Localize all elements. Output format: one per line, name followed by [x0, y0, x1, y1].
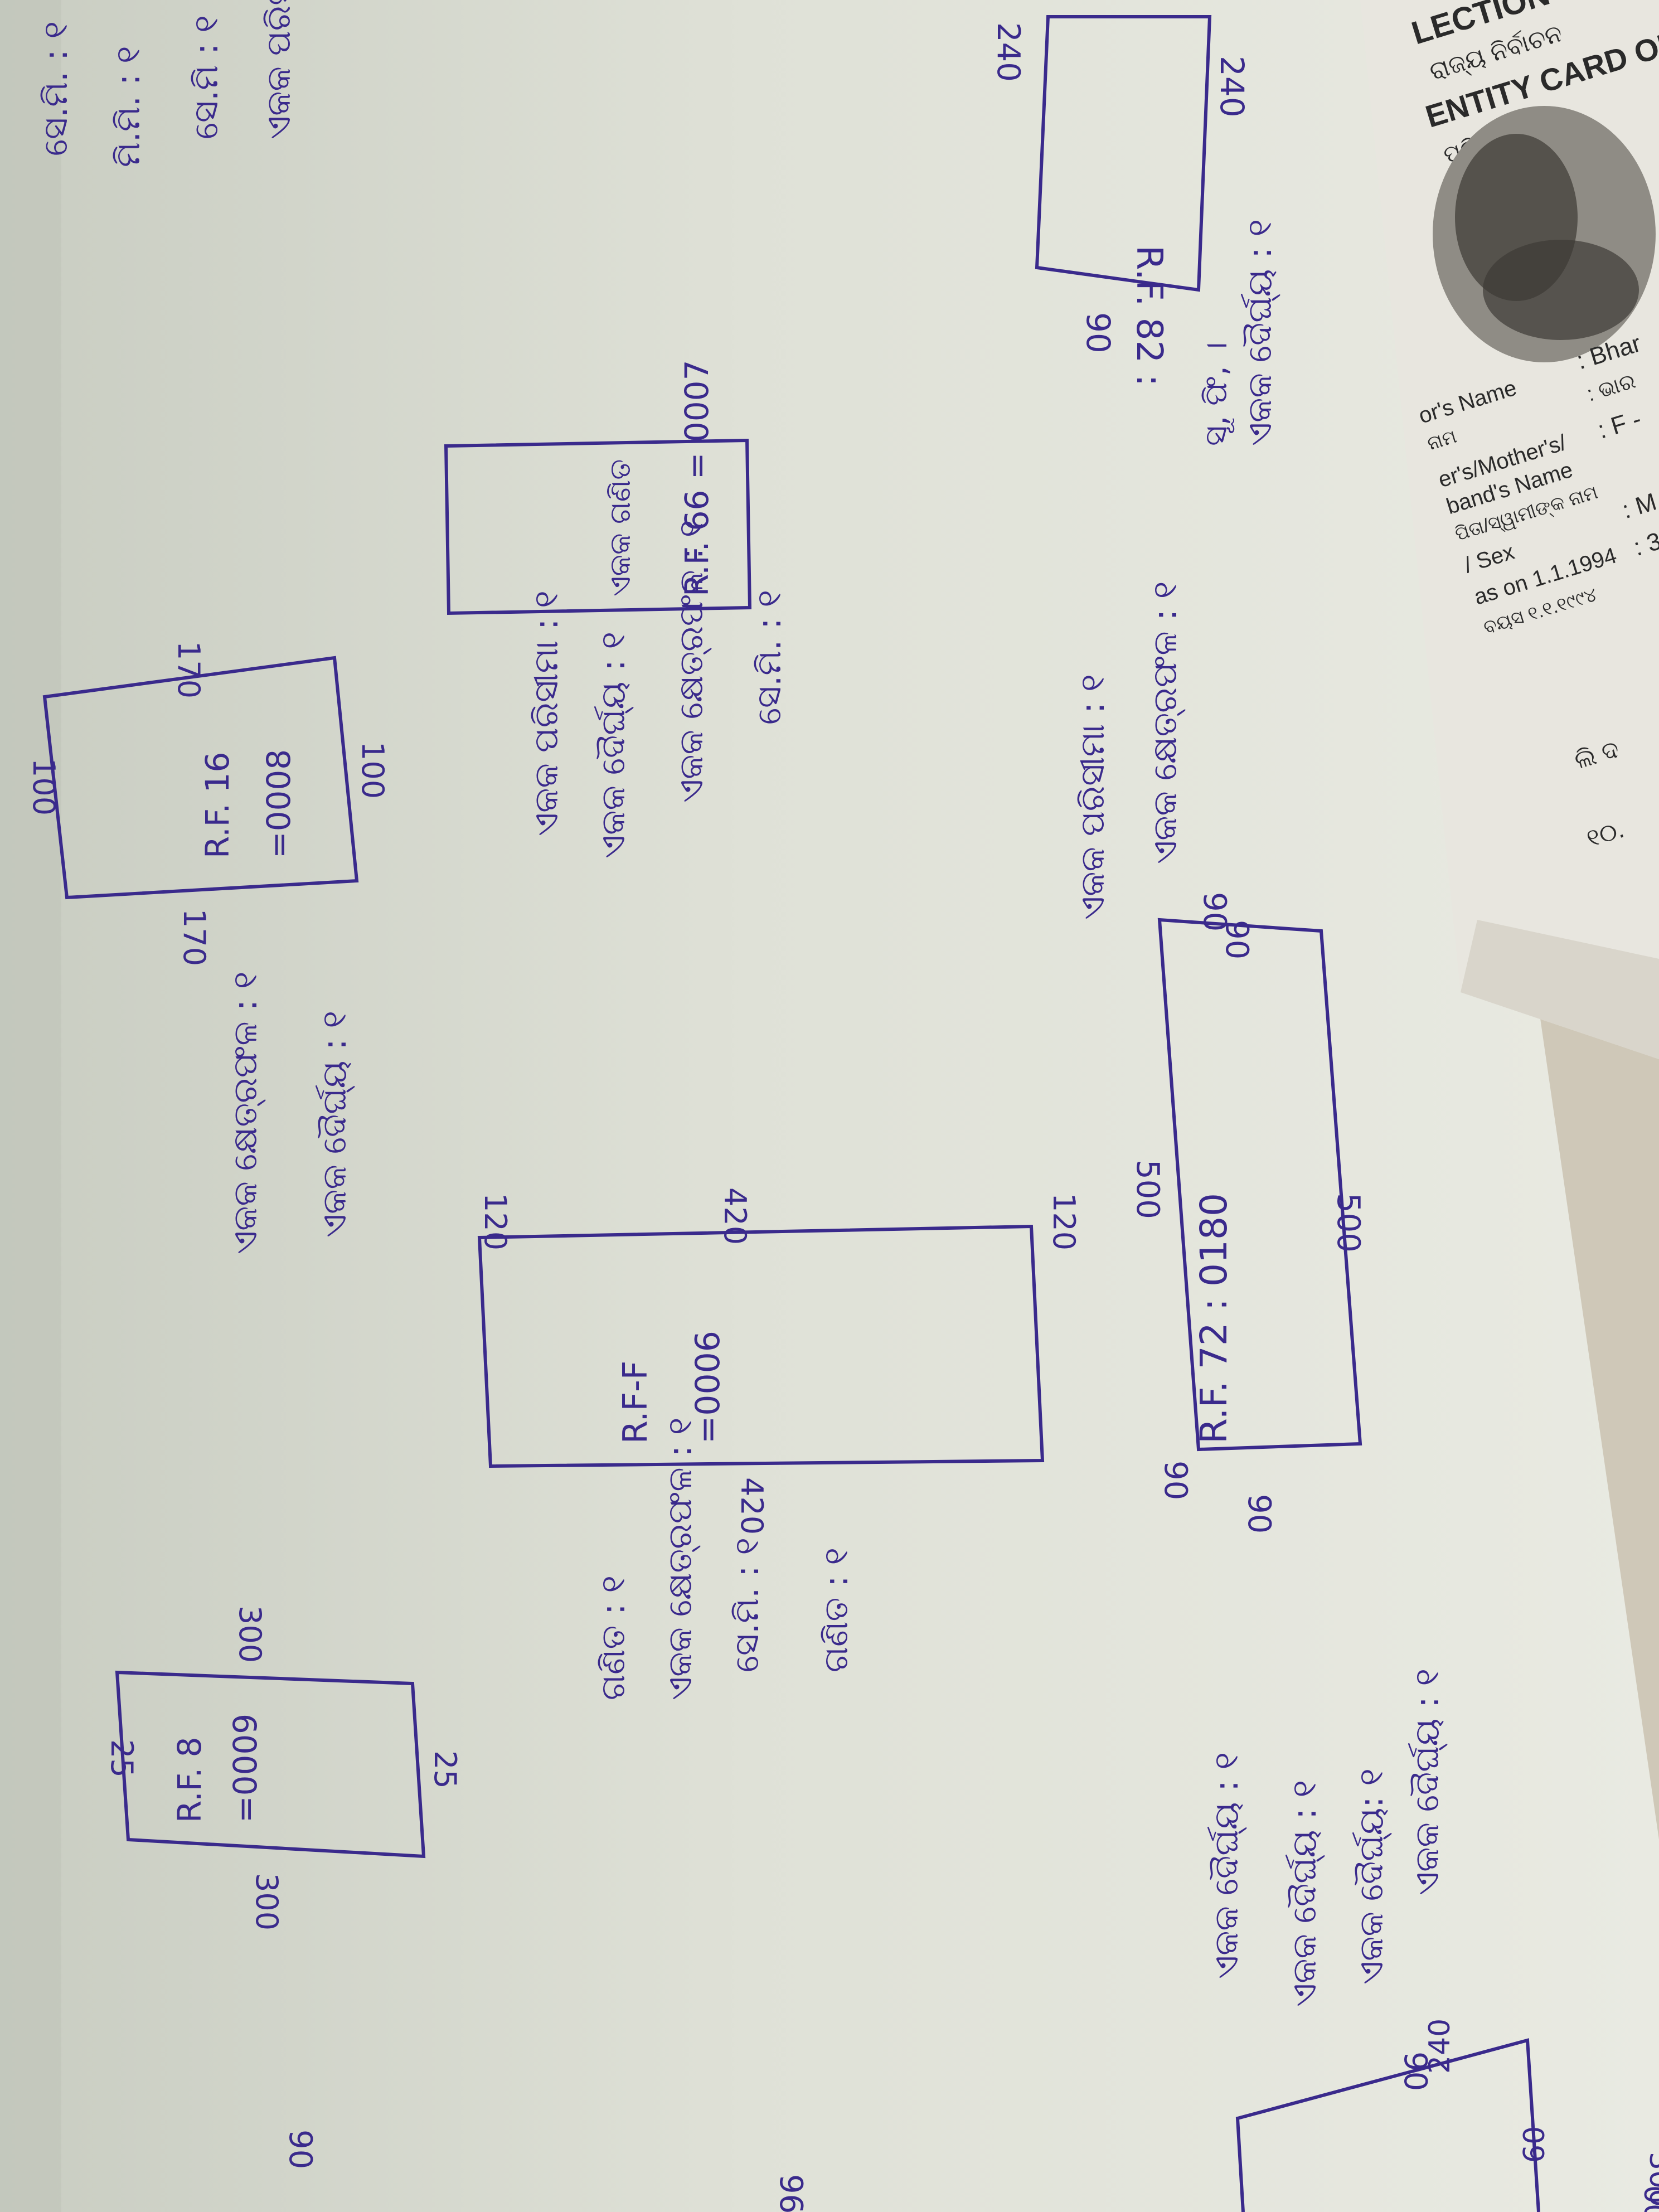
rf16-label: R.F. 16	[198, 752, 236, 858]
rect-rf72: R.F. 72 : 0180 90 500 500 90	[1129, 892, 1366, 1534]
note-9: ସେ.ମି. : ୧	[750, 590, 789, 725]
note-18: ସେ.ମି : ୧	[187, 15, 226, 139]
note-3: ଏକକ କ୍ଷେତ୍ରଫଳ : ୧	[1146, 581, 1185, 864]
rf-mid-label: R.F-F	[616, 1361, 655, 1444]
margin-number-6: 300	[1643, 2152, 1659, 2207]
rf16-dim-a: 100	[26, 758, 61, 816]
rf72-dim-right: 500	[1330, 1193, 1366, 1253]
rf8-label: R.F. 8	[171, 1737, 208, 1823]
rf-mid-dim-a: 120	[478, 1193, 513, 1250]
rf72-dim-top: 90	[1196, 892, 1233, 932]
margin-number-8: 96	[773, 2174, 809, 2212]
note-16: ଗଣିତ : ୧	[594, 1575, 633, 1700]
note-15: ଏକକ କ୍ଷେତ୍ରଫଳ : ୧	[661, 1418, 700, 1700]
note-4: ଏକକ ପରିସୀମା : ୧	[1073, 674, 1112, 920]
handwritten-notes: R.F. 82 : 240 90 240 R.F. 72 : 0180 90 5…	[26, 0, 1659, 2212]
margin-number-1: 240	[990, 22, 1026, 82]
card-photo	[1433, 106, 1656, 362]
rect-rf82: R.F. 82 : 240 90 240	[990, 15, 1251, 386]
margin-number-5: 90	[282, 2129, 318, 2169]
note-13: ଗଣିତ : ୧	[817, 1548, 856, 1672]
note-12: ଏକକ ପରିସୀମା : ୧	[527, 590, 566, 836]
margin-number-2: 90	[1157, 1461, 1194, 1500]
note-21: ଏକକ ଦୈର୍ଘ୍ୟ : ୧	[315, 1011, 355, 1238]
note-1: ଏକକ ଦୈର୍ଘ୍ୟ : ୧	[1240, 219, 1280, 446]
rf8-dim-c: 300	[232, 1605, 268, 1663]
rf82-dim-b: 90	[1079, 312, 1117, 353]
rf-mid-dim-d: 420	[734, 1477, 769, 1535]
rect-bottom-dim-b: 240	[1423, 2019, 1457, 2074]
rf16-dim-d: 170	[177, 909, 212, 966]
voter-id-card: LECTION CO ରାଜ୍ୟ ନିର୍ବାଚନ ENTITY CARD OR…	[1360, 0, 1659, 1059]
note-11: ଏକକ ଦୈର୍ଘ୍ୟ : ୧	[594, 632, 633, 858]
rect-rf16: R.F. 16 =0008 100 100 170 170	[26, 641, 390, 966]
rf-mid-dim-b: 120	[1046, 1193, 1081, 1250]
note-6: ଏକକ ଦୈର୍ଘ୍ୟ: ୧	[1352, 1768, 1391, 1985]
rf16-dim-c: 170	[171, 641, 206, 698]
rf-mid-value: =0006	[688, 1331, 727, 1444]
rf8-value: =0009	[226, 1714, 264, 1823]
margin-number-7: 00	[1637, 2185, 1659, 2212]
rf66-label: R.F. 66 = 0007	[678, 360, 716, 596]
rf82-label: R.F. 82 :	[1128, 245, 1170, 386]
note-2: ସୂ, ଫି, ।	[1198, 342, 1235, 446]
rect-rf66: R.F. 66 = 0007 ଏକକ ଗଣିତ	[444, 360, 752, 615]
note-14: ସେ.ମି. : ୧	[727, 1537, 767, 1672]
page-binding	[0, 0, 61, 2212]
rect-bottom-dim-a: 60	[1518, 2126, 1551, 2163]
rf8-dim-b: 25	[428, 1750, 463, 1789]
rect-rf8: R.F. 8 =0009 25 25 300 300	[104, 1605, 463, 1930]
rf8-dim-a: 25	[104, 1739, 139, 1778]
rf72-dim-bottom: 90	[1241, 1494, 1277, 1534]
rect-bottom: 60 240	[1235, 2019, 1551, 2212]
rf16-dim-b: 100	[355, 741, 390, 799]
margin-number-3: 90	[1219, 920, 1255, 959]
note-5: ଏକକ ଦୈର୍ଘ୍ୟ : ୧	[1408, 1668, 1447, 1895]
rf16-value: =0008	[260, 749, 298, 858]
rf66-sub: ଏକକ ଗଣିତ	[604, 459, 637, 596]
rf-mid-dim-c: 420	[717, 1187, 753, 1245]
rect-rf-mid: R.F-F =0006 120 120 420 420	[477, 1187, 1081, 1535]
note-17: ଏକକ ପରିସୀମା : ୧	[259, 0, 298, 139]
note-20: ସେ.ମି. : ୧	[36, 21, 75, 156]
note-10: ଏକକ କ୍ଷେତ୍ରଫଳ : ୧	[672, 520, 711, 803]
note-22: ଏକକ କ୍ଷେତ୍ରଫଳ : ୧	[226, 972, 265, 1254]
note-19: ମି.ମି. : ୧	[109, 46, 148, 167]
note-7: ଏକକ ଦୈର୍ଘ୍ୟ : ୧	[1285, 1780, 1325, 2007]
rf82-dim-a: 240	[1213, 56, 1251, 118]
rf8-dim-d: 300	[249, 1873, 284, 1930]
rf72-dim-left: 500	[1129, 1160, 1166, 1219]
note-8: ଏକକ ଦୈର୍ଘ୍ୟ : ୧	[1207, 1752, 1246, 1979]
rf72-label: R.F. 72 : 0180	[1192, 1193, 1235, 1444]
